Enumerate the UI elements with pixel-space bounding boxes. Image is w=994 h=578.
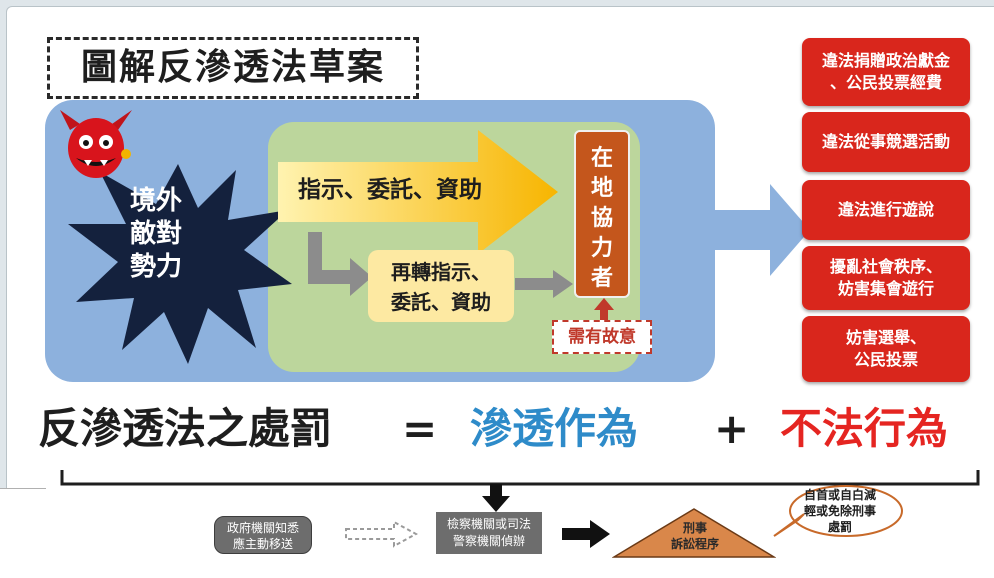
equation-illegal-acts: 不法行為 xyxy=(780,404,949,453)
illegal-act-box: 擾亂社會秩序、 妨害集會遊行 xyxy=(802,246,970,310)
illegal-act-box: 妨害選舉、 公民投票 xyxy=(802,316,970,382)
local-char: 協 xyxy=(590,206,613,231)
illegal-act-line: 妨害集會遊行 xyxy=(837,279,934,298)
equation-bracket xyxy=(60,470,980,486)
process-line: 警察機關偵辦 xyxy=(452,534,525,548)
devil-mascot-icon xyxy=(60,110,132,178)
relay-path-arrow xyxy=(308,232,372,296)
local-char: 力 xyxy=(590,236,613,261)
relay-instruction-box: 再轉指示、 委託、資助 xyxy=(368,250,514,322)
instruction-arrow xyxy=(278,130,558,254)
criminal-procedure-triangle xyxy=(612,508,776,558)
hostile-force-line: 敵對 xyxy=(129,219,182,249)
illegal-act-line: 違法捐贈政治獻金 xyxy=(821,51,950,70)
relay-to-local-arrow xyxy=(515,270,573,298)
hostile-force-line: 勢力 xyxy=(129,252,182,282)
illegal-act-line: 擾亂社會秩序、 xyxy=(829,257,942,276)
process-line: 檢察機關或司法 xyxy=(446,517,531,531)
local-char: 地 xyxy=(590,176,613,201)
illegal-act-box: 違法捐贈政治獻金 、公民投票經費 xyxy=(802,38,970,106)
to-illegal-acts-arrow xyxy=(715,184,810,276)
process-line: 應主動移送 xyxy=(232,537,293,551)
process-step-transfer: 政府機關知悉 應主動移送 xyxy=(214,516,312,554)
equation-subject: 反滲透法之處罰 xyxy=(38,404,333,453)
relay-line: 再轉指示、 xyxy=(391,260,491,284)
instruction-arrow-label: 指示、委託、資助 xyxy=(298,177,482,203)
illegal-act-line: 違法進行遊說 xyxy=(837,200,934,219)
illegal-act-box: 違法從事競選活動 xyxy=(802,112,970,172)
illegal-act-line: 、公民投票經費 xyxy=(829,73,942,92)
leniency-note-text: 自首或自白減 輕或免除刑事 處罰 xyxy=(790,487,890,535)
local-char: 在 xyxy=(590,146,613,171)
local-char: 者 xyxy=(590,266,613,291)
page-title: 圖解反滲透法草案 xyxy=(47,37,419,99)
note-line: 輕或免除刑事 xyxy=(803,504,876,518)
relay-line: 委託、資助 xyxy=(391,290,491,314)
illegal-act-line: 妨害選舉、 xyxy=(845,328,926,347)
equation-infiltration-acts: 滲透作為 xyxy=(470,404,639,453)
local-collaborator-box: 在 地 協 力 者 xyxy=(574,130,630,298)
equation-plus: + xyxy=(714,404,750,453)
intent-requirement-label: 需有故意 xyxy=(552,320,652,354)
process-line: 刑事 xyxy=(682,521,707,535)
intent-up-arrow xyxy=(594,298,614,322)
process-line: 政府機關知悉 xyxy=(226,521,299,535)
hostile-force-label: 境外 敵對 勢力 xyxy=(110,185,202,284)
left-edge-strip xyxy=(0,488,46,578)
equation-equals: = xyxy=(402,404,438,453)
hostile-force-line: 境外 xyxy=(129,186,182,216)
down-arrow xyxy=(482,484,510,512)
process-line: 訴訟程序 xyxy=(670,537,719,551)
illegal-act-line: 違法從事競選活動 xyxy=(821,132,950,151)
punishment-equation: 反滲透法之處罰 = 滲透作為 + 不法行為 xyxy=(38,398,988,460)
process-step-investigation: 檢察機關或司法 警察機關偵辦 xyxy=(436,512,542,554)
dashed-arrow xyxy=(345,520,418,548)
starburst-shape xyxy=(68,164,292,364)
criminal-procedure-label: 刑事 訴訟程序 xyxy=(640,520,750,552)
illegal-act-box: 違法進行遊說 xyxy=(802,180,970,240)
illegal-act-line: 公民投票 xyxy=(853,350,918,369)
process-arrow xyxy=(562,520,610,548)
note-line: 自首或自白減 xyxy=(803,488,876,502)
leniency-note-bubble xyxy=(773,485,903,537)
note-line: 處罰 xyxy=(827,520,852,534)
